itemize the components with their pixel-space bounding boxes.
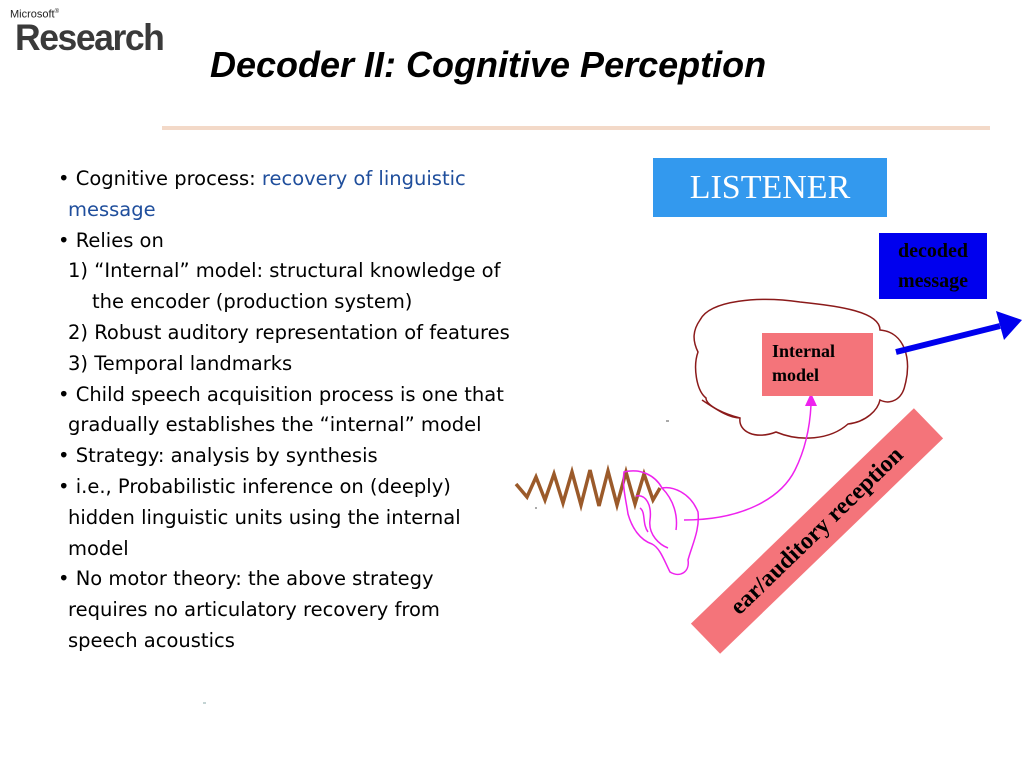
internal-label-line2: model — [772, 365, 819, 385]
decoded-message-box: decoded message — [879, 233, 987, 299]
sub-item: the encoder (production system) — [92, 290, 413, 314]
sound-wave — [514, 464, 662, 512]
bullet-line: hidden linguistic units using the intern… — [68, 505, 461, 529]
decoded-arrow-shaft — [895, 323, 1001, 355]
auditory-pathway — [683, 404, 812, 521]
bullet-list: • Cognitive process: recovery of linguis… — [58, 164, 578, 657]
bullet-line: • Relies on — [58, 228, 164, 252]
sub-item: 3) Temporal landmarks — [68, 351, 293, 375]
ear-outline — [622, 470, 700, 576]
bullet-line: • Cognitive process: recovery of linguis… — [58, 167, 466, 190]
decoded-label-line1: decoded — [898, 240, 968, 262]
bullet-line: gradually establishes the “internal” mod… — [68, 413, 482, 437]
title-divider — [162, 126, 990, 130]
bullet-line: model — [68, 536, 129, 560]
decoded-label-line2: message — [898, 270, 968, 292]
microsoft-research-logo: Microsoft® Research — [10, 6, 170, 58]
highlight-text: message — [68, 197, 156, 221]
bullet-line: • No motor theory: the above strategy — [58, 567, 434, 591]
brain-outline — [693, 298, 909, 439]
logo-microsoft-text: Microsoft® — [10, 8, 60, 21]
pathway-arrow-head — [805, 393, 817, 406]
decoded-arrow-head — [996, 311, 1022, 340]
bullet-line: • Strategy: analysis by synthesis — [58, 444, 378, 468]
sub-item: 1) “Internal” model: structural knowledg… — [68, 259, 501, 283]
bullet-line: • Child speech acquisition process is on… — [58, 382, 504, 406]
bullet-line: speech acoustics — [68, 628, 235, 652]
bullet-line: • i.e., Probabilistic inference on (deep… — [58, 474, 451, 498]
bullet-line: requires no articulatory recovery from — [68, 598, 440, 622]
highlight-text: recovery of linguistic — [261, 167, 466, 190]
internal-label-line1: Internal — [772, 341, 835, 361]
sub-item: 2) Robust auditory representation of fea… — [68, 320, 510, 344]
slide-title: Decoder II: Cognitive Perception — [210, 44, 767, 85]
internal-model-box: Internal model — [762, 333, 873, 396]
listener-label: LISTENER — [653, 158, 887, 217]
bullet-line: message — [58, 195, 578, 226]
logo-research-text: Research — [15, 16, 165, 58]
